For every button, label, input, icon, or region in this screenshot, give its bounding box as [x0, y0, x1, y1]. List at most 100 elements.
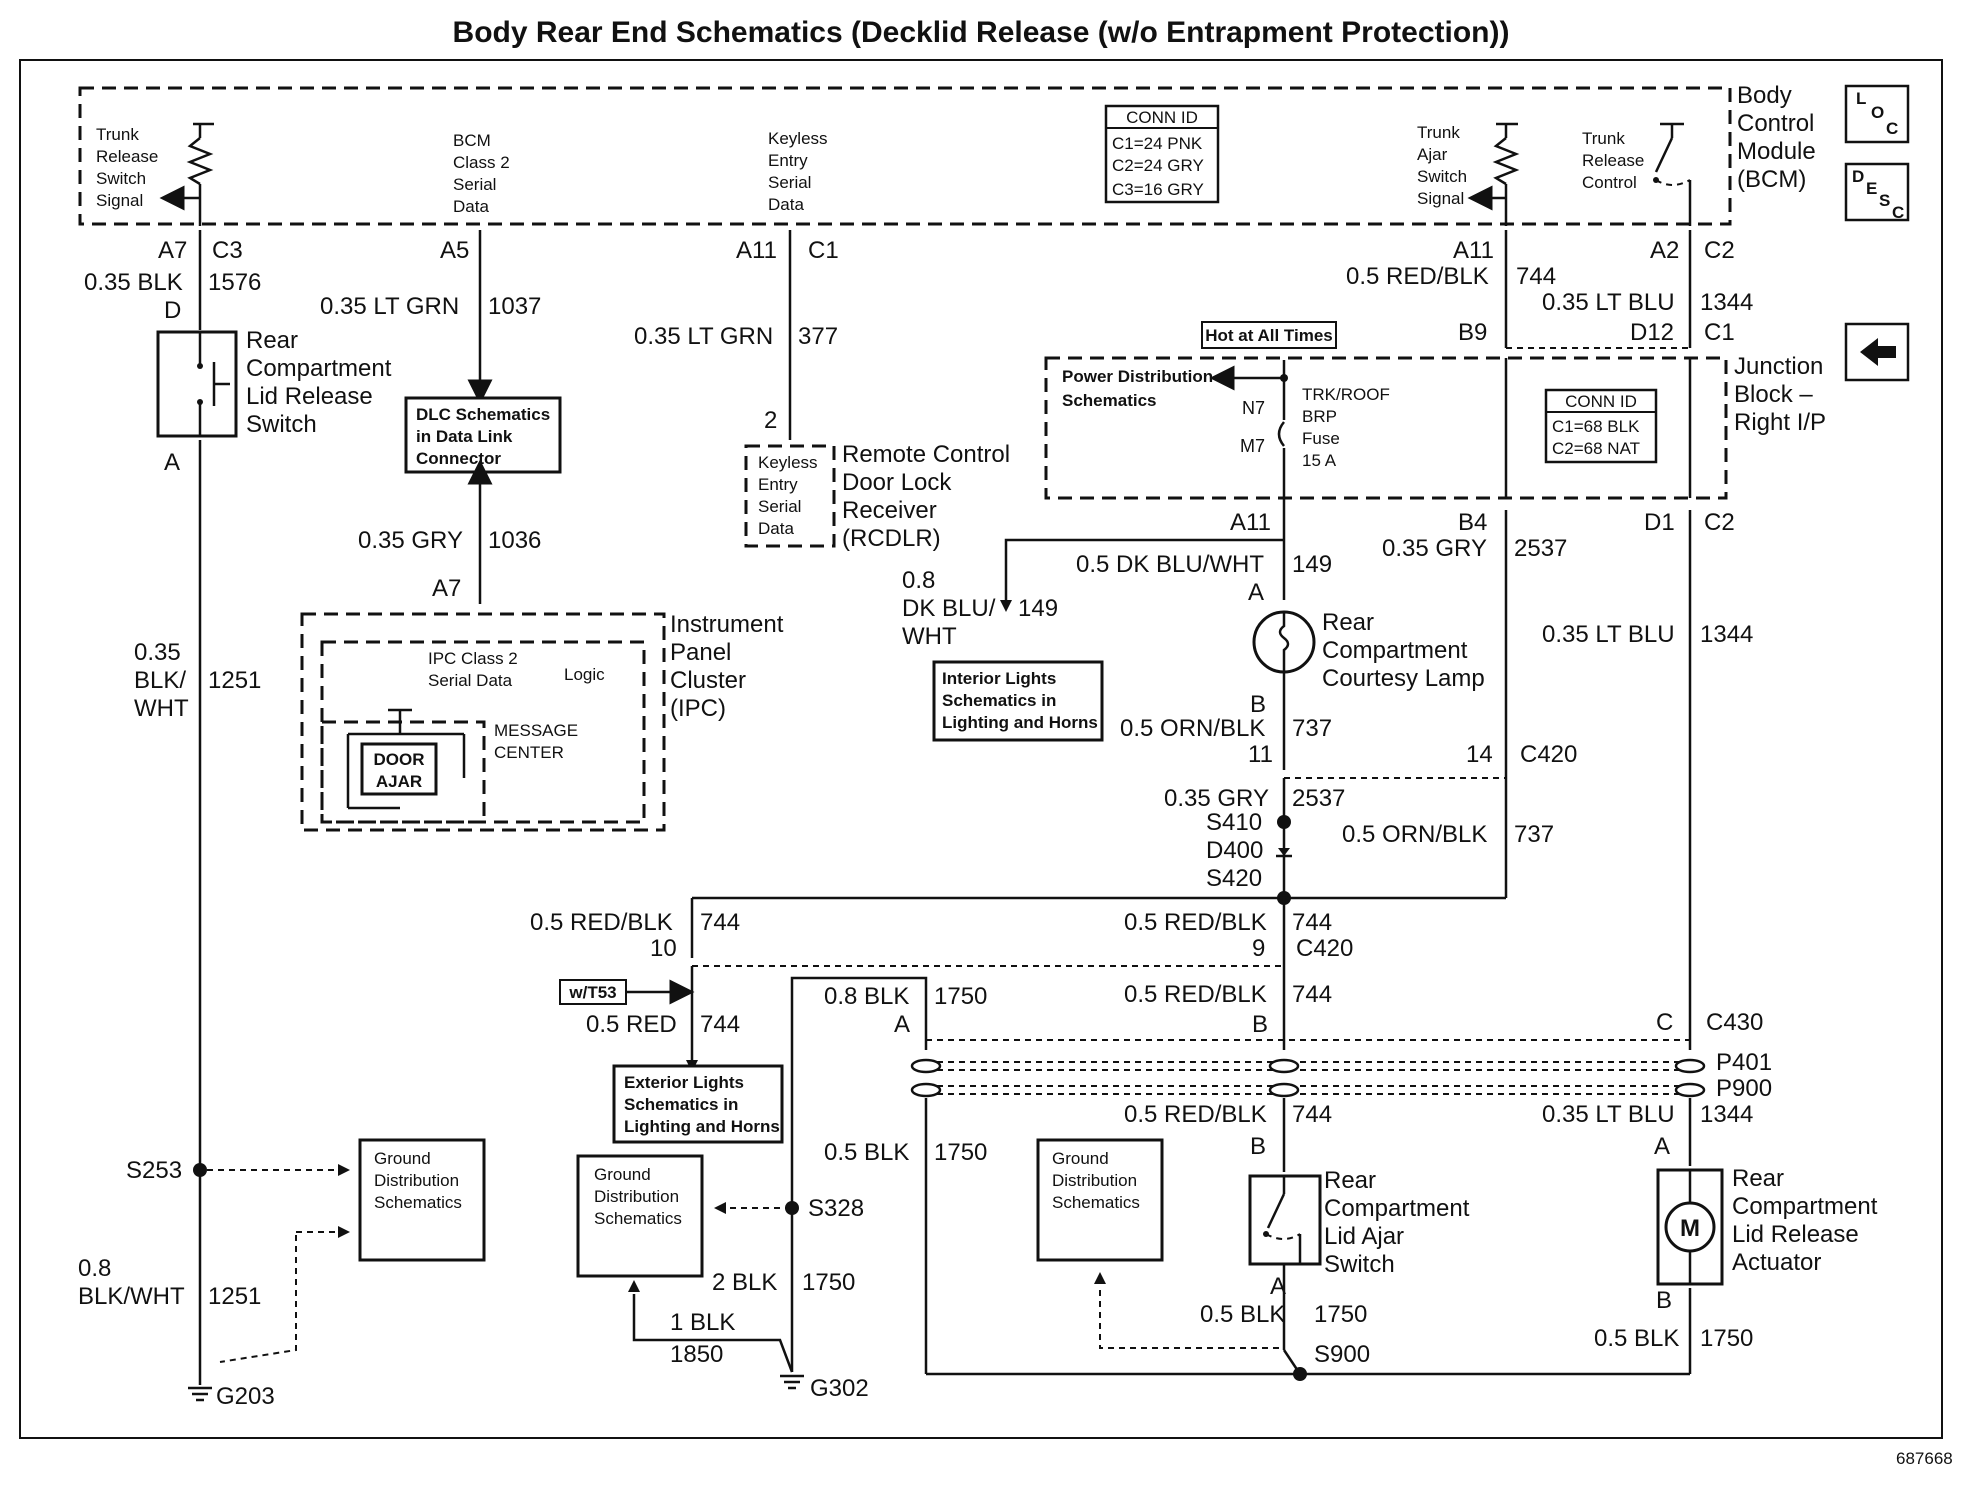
svg-text:L: L — [1856, 89, 1866, 108]
svg-text:Lighting and Horns: Lighting and Horns — [942, 713, 1098, 732]
splice-s900 — [1293, 1367, 1307, 1381]
wire-1750-b-label: 0.5 BLK 1750 — [824, 1139, 987, 1166]
pin-a11-jb: A11 — [1230, 509, 1271, 536]
pin-14: 14 — [1466, 741, 1493, 768]
interior-lights-box[interactable]: Interior Lights Schematics in Lighting a… — [932, 660, 1104, 742]
bcm-pullup-resistor-right — [1467, 122, 1520, 226]
lid-ajar-switch[interactable] — [1248, 1174, 1322, 1266]
svg-text:A11: A11 — [1453, 237, 1494, 264]
ground-g203-label: G203 — [216, 1383, 275, 1410]
pass-through-connectors — [910, 1058, 1706, 1098]
svg-text:Schematics in: Schematics in — [942, 691, 1056, 710]
svg-text:Serial: Serial — [758, 497, 801, 516]
wire-744-left-label: 0.5 RED/BLK 744 — [530, 909, 740, 936]
pin-a7-ipc: A7 — [432, 575, 461, 602]
rcdlr-box[interactable]: Keyless Entry Serial Data — [744, 444, 836, 548]
svg-text:E: E — [1866, 179, 1877, 198]
pin-c1-jb: C1 — [1704, 319, 1735, 346]
dlc-box[interactable]: DLC Schematics in Data Link Connector — [404, 396, 562, 474]
splice-s253 — [193, 1163, 207, 1177]
wire-737-a-label: 0.5 ORN/BLK 737 — [1120, 715, 1332, 742]
pin-d: D — [164, 297, 181, 324]
ipc-logic-label: Logic — [564, 665, 605, 684]
ipc-class2-label: IPC Class 2 Serial Data — [428, 649, 522, 690]
g203-ground-return — [219, 1235, 297, 1363]
svg-text:C3: C3 — [212, 237, 243, 264]
pin-b-conn: B — [1252, 1011, 1268, 1038]
bcm-label: Body Control Module (BCM) — [1737, 82, 1820, 193]
connector-c420-b: C420 — [1296, 935, 1353, 962]
svg-text:Ground: Ground — [594, 1165, 651, 1184]
svg-text:C: C — [1886, 119, 1898, 138]
wire-1850-label: 1 BLK 1850 — [670, 1309, 740, 1368]
door-ajar-indicator: DOOR AJAR — [360, 742, 438, 796]
svg-text:Schematics: Schematics — [374, 1193, 462, 1212]
pin-a-lamp: A — [1248, 579, 1264, 606]
splice-s900-label: S900 — [1314, 1341, 1370, 1368]
svg-text:C2=24 GRY: C2=24 GRY — [1112, 156, 1204, 175]
ground-g302-label: G302 — [810, 1375, 869, 1402]
diode-d400 — [1278, 848, 1290, 856]
wire-1576-label: 0.35 BLK 1576 — [84, 269, 261, 296]
loc-badge[interactable]: L O C — [1844, 84, 1910, 144]
message-center-box — [320, 720, 486, 824]
svg-text:Distribution: Distribution — [1052, 1171, 1137, 1190]
lid-release-actuator[interactable]: M — [1656, 1168, 1724, 1286]
svg-text:CONN ID: CONN ID — [1565, 392, 1637, 411]
rcdlr-label: Remote Control Door Lock Receiver (RCDLR… — [842, 441, 1015, 552]
trunk-release-control-label: Trunk Release Control — [1582, 129, 1649, 192]
pin-11: 11 — [1248, 741, 1273, 768]
wire-1344-top-label: 0.35 LT BLU 1344 — [1542, 289, 1753, 316]
figure-number: 687668 — [1896, 1449, 1953, 1468]
ground-dist-box-1[interactable]: Ground Distribution Schematics — [358, 1138, 486, 1262]
wire-1037-label: 0.35 LT GRN 1037 — [320, 293, 541, 320]
pin-a-ajar: A — [1270, 1273, 1286, 1300]
svg-text:Hot at All Times: Hot at All Times — [1205, 326, 1333, 345]
trunk-ajar-signal-label: Trunk Ajar Switch Signal — [1417, 123, 1472, 208]
ground-dist-box-3[interactable]: Ground Distribution Schematics — [1036, 1138, 1164, 1262]
pin-b-act: B — [1656, 1287, 1672, 1314]
junction-block-box — [1044, 356, 1728, 500]
wire-737-b-label: 0.5 ORN/BLK 737 — [1342, 821, 1554, 848]
pin-b-ajar: B — [1250, 1133, 1266, 1160]
svg-text:A5: A5 — [440, 237, 469, 264]
svg-text:D: D — [1852, 167, 1864, 186]
pin-9: 9 — [1252, 935, 1265, 962]
svg-text:C3=16 GRY: C3=16 GRY — [1112, 180, 1204, 199]
pin-d1: D1 — [1644, 509, 1675, 536]
connector-p900: P900 — [1716, 1075, 1772, 1102]
desc-badge[interactable]: D E S C — [1844, 162, 1910, 222]
svg-text:in Data Link: in Data Link — [416, 427, 513, 446]
svg-text:C2: C2 — [1704, 237, 1735, 264]
svg-text:Lighting and Horns: Lighting and Horns — [624, 1117, 780, 1136]
wire-744-red-label: 0.5 RED 744 — [586, 1011, 740, 1038]
svg-text:Schematics: Schematics — [594, 1209, 682, 1228]
svg-text:C2=68 NAT: C2=68 NAT — [1552, 439, 1640, 458]
svg-text:Exterior Lights: Exterior Lights — [624, 1073, 744, 1092]
wire-744-top-label: 0.5 RED/BLK 744 — [1346, 263, 1556, 290]
message-center-label: MESSAGE CENTER — [494, 721, 583, 762]
pin-m7: M7 — [1240, 436, 1265, 456]
ground-dist-box-2[interactable]: Ground Distribution Schematics — [576, 1154, 704, 1278]
bcm-class2-label: BCM Class 2 Serial Data — [453, 131, 514, 216]
trunk-release-signal-label: Trunk Release Switch Signal — [96, 125, 163, 210]
connector-p401: P401 — [1716, 1049, 1772, 1076]
svg-text:AJAR: AJAR — [376, 772, 422, 791]
svg-text:Schematics in: Schematics in — [624, 1095, 738, 1114]
pin-b4: B4 — [1458, 509, 1487, 536]
exterior-lights-box[interactable]: Exterior Lights Schematics in Lighting a… — [612, 1064, 784, 1144]
wire-377-label: 0.35 LT GRN 377 — [634, 323, 838, 350]
svg-text:C1=68 BLK: C1=68 BLK — [1552, 417, 1640, 436]
pin-a-switch: A — [164, 449, 180, 476]
wire-1750-a-label: 0.8 BLK 1750 — [824, 983, 987, 1010]
go-back-arrow-button[interactable] — [1844, 322, 1910, 382]
wire-1750-2blk-label: 2 BLK 1750 — [712, 1269, 855, 1296]
wire-1344-mid-label: 0.35 LT BLU 1344 — [1542, 621, 1753, 648]
svg-text:Connector: Connector — [416, 449, 501, 468]
courtesy-lamp[interactable] — [1252, 610, 1316, 674]
rear-lid-release-switch[interactable] — [156, 330, 238, 438]
splice-s420-label: S420 — [1206, 865, 1262, 892]
svg-text:Ground: Ground — [1052, 1149, 1109, 1168]
lid-ajar-switch-label: Rear Compartment Lid Ajar Switch — [1324, 1167, 1474, 1278]
